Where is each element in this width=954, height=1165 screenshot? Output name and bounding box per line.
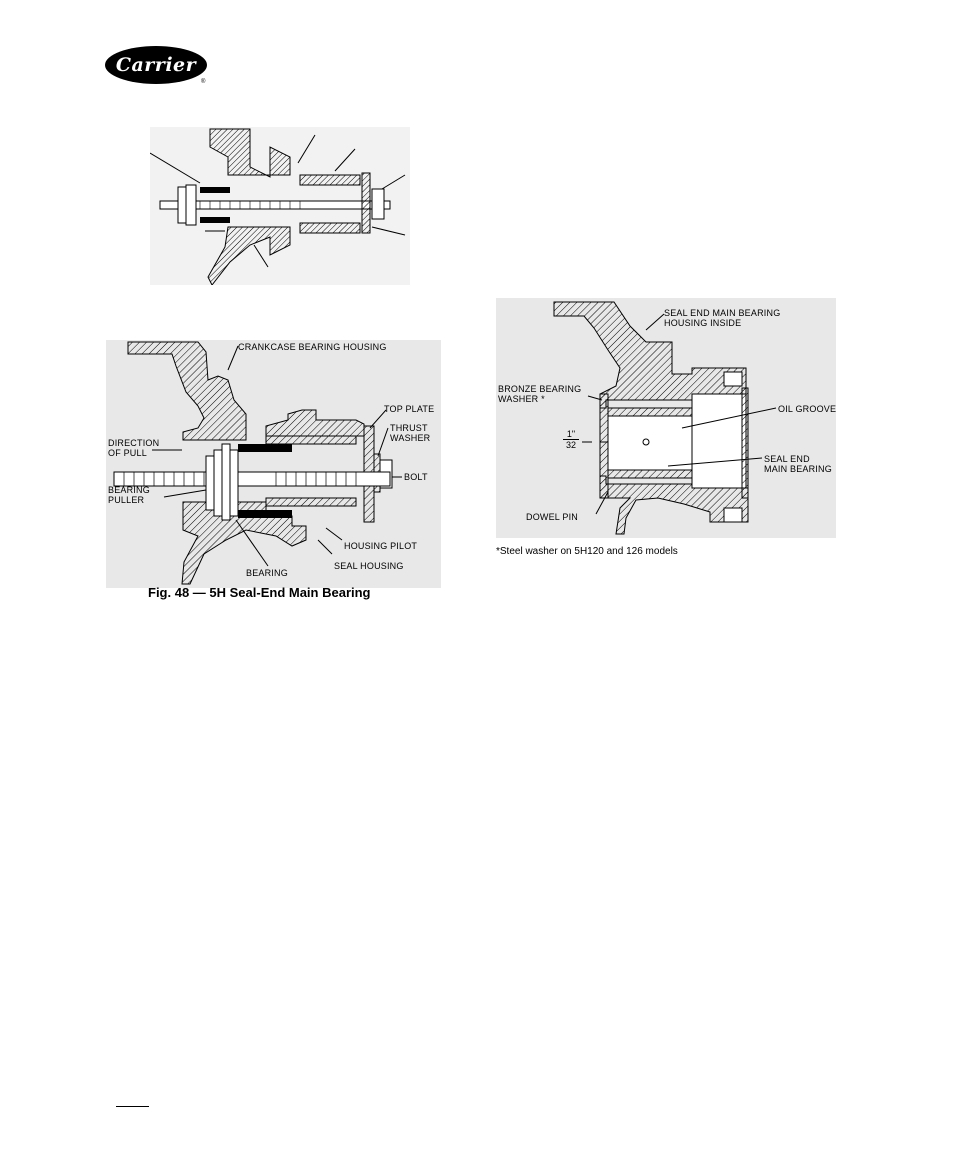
figure-48-drawing xyxy=(106,340,441,588)
label-seal-end-1: SEAL END xyxy=(764,454,810,464)
carrier-logo: Carrier xyxy=(104,45,214,85)
label-thrust-washer-1: THRUST xyxy=(390,423,428,433)
label-housing-inside-1: SEAL END MAIN BEARING xyxy=(664,308,781,318)
label-bronze-washer-1: BRONZE BEARING xyxy=(498,384,582,394)
label-bearing-puller-2: PULLER xyxy=(108,495,145,505)
label-bronze-washer-2: WASHER * xyxy=(498,394,545,404)
label-housing-pilot: HOUSING PILOT xyxy=(344,541,418,551)
label-seal-end-2: MAIN BEARING xyxy=(764,464,832,474)
figure-48-caption: Fig. 48 — 5H Seal-End Main Bearing xyxy=(148,585,371,600)
label-bearing-puller-1: BEARING xyxy=(108,485,150,495)
label-bearing: BEARING xyxy=(246,568,288,578)
label-housing-inside-2: HOUSING INSIDE xyxy=(664,318,742,328)
label-crankcase-bearing-housing: CRANKCASE BEARING HOUSING xyxy=(238,342,387,352)
fraction-numerator: 1" xyxy=(563,429,579,440)
logo-wordmark: Carrier xyxy=(115,54,197,76)
label-seal-housing: SEAL HOUSING xyxy=(334,561,404,571)
registered-mark: ® xyxy=(201,79,206,85)
label-direction-of-pull-1: DIRECTION xyxy=(108,438,160,448)
bearing-removal-sketch xyxy=(150,127,410,285)
logo-oval xyxy=(105,46,207,84)
label-oil-groove: OIL GROOVE xyxy=(778,404,837,414)
page-number-rule xyxy=(116,1106,149,1107)
label-dowel-pin: DOWEL PIN xyxy=(526,512,578,522)
label-bolt: BOLT xyxy=(404,472,428,482)
fraction-denominator: 32 xyxy=(565,440,576,450)
label-thrust-washer-2: WASHER xyxy=(390,433,431,443)
label-top-plate: TOP PLATE xyxy=(384,404,435,414)
clearance-fraction: 1" 32 xyxy=(563,429,579,450)
steel-washer-footnote: *Steel washer on 5H120 and 126 models xyxy=(496,546,678,557)
seal-end-housing-drawing xyxy=(496,298,836,538)
figure-seal-end-housing: SEAL END MAIN BEARING HOUSING INSIDE BRO… xyxy=(496,298,836,538)
label-direction-of-pull-2: OF PULL xyxy=(108,448,147,458)
figure-48: CRANKCASE BEARING HOUSING TOP PLATE THRU… xyxy=(106,340,441,588)
